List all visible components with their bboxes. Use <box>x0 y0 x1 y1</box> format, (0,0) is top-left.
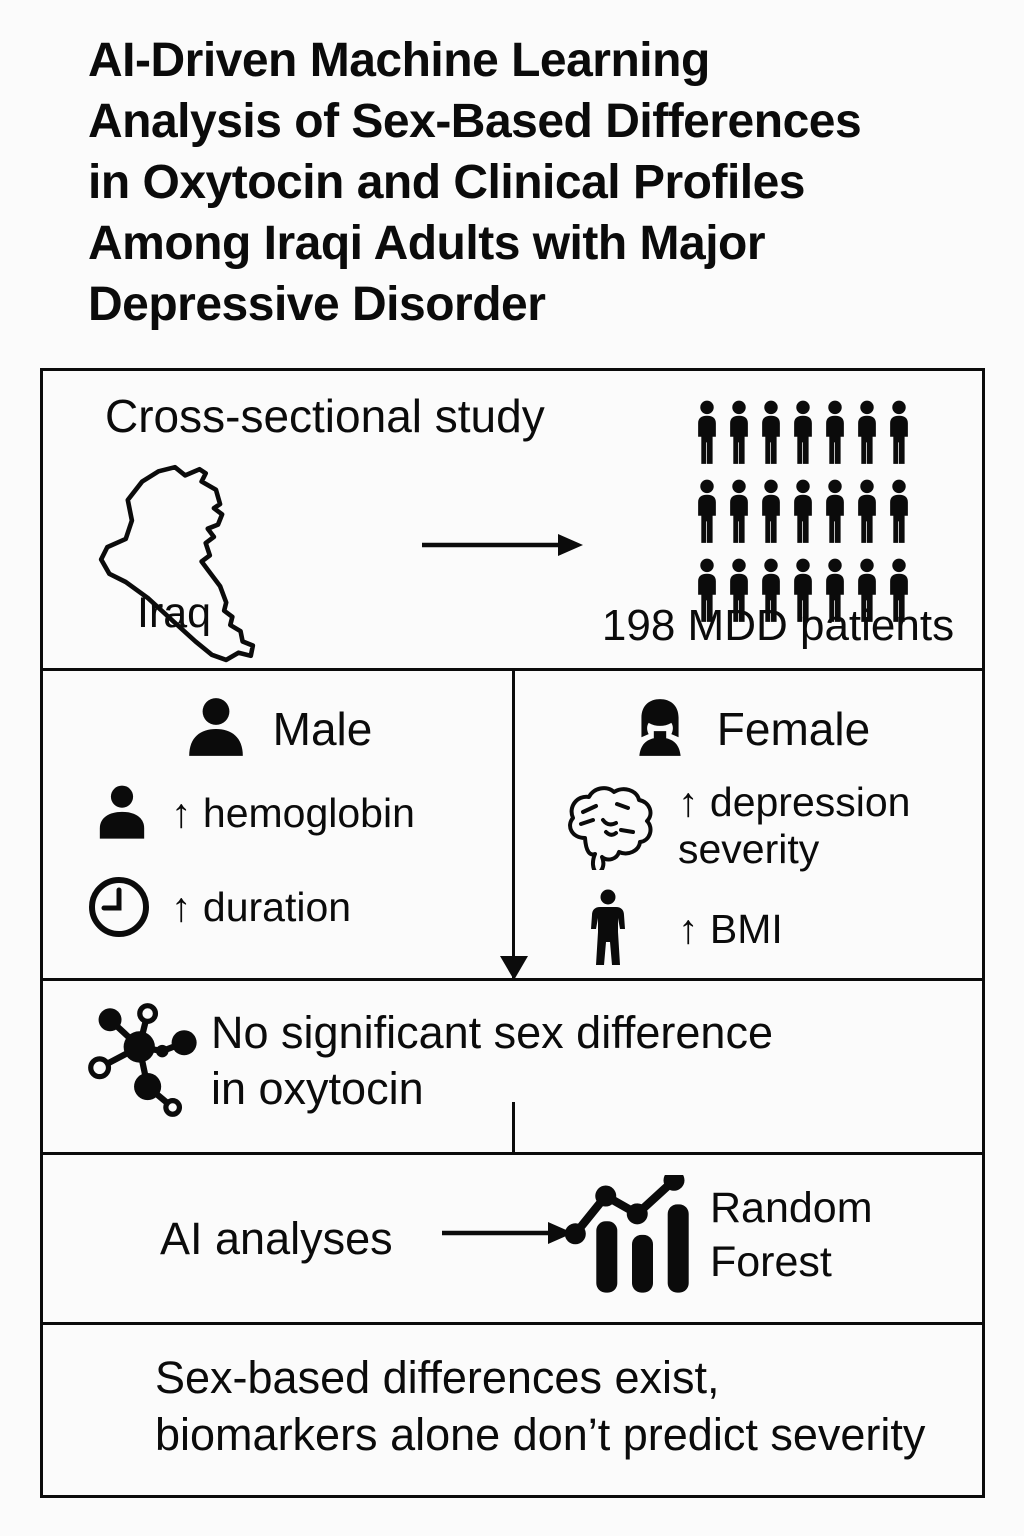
person-icon <box>730 400 748 464</box>
person-icon <box>858 400 876 464</box>
person-icon <box>730 558 748 622</box>
person-icon <box>762 400 780 464</box>
person-icon <box>730 479 748 543</box>
patient-grid <box>693 397 917 629</box>
brain-icon <box>567 786 652 870</box>
flow-connector <box>512 1102 515 1152</box>
female-column: Female ↑ depression severity <box>515 671 982 978</box>
person-icon <box>890 400 908 464</box>
female-heading: Female <box>716 703 871 755</box>
female-bust-icon <box>639 699 681 756</box>
person-icon <box>794 400 812 464</box>
page-title: AI-Driven Machine Learning Analysis of S… <box>88 34 862 331</box>
female-finding-bmi: ↑ BMI <box>555 889 783 969</box>
ai-analyses-label: AI analyses <box>160 1213 393 1264</box>
person-icon <box>794 558 812 622</box>
conclusion-text: Sex-based differences exist, biomarkers … <box>155 1352 926 1460</box>
person-icon <box>858 479 876 543</box>
male-finding-hemoglobin: ↑ hemoglobin <box>91 783 415 843</box>
section-study: Cross-sectional study Iraq <box>43 371 982 671</box>
male-heading: Male <box>272 703 373 755</box>
section-sex-differences: Male ↑ hemoglobin <box>43 671 982 981</box>
female-finding-depression-label: ↑ depression severity <box>678 779 911 872</box>
person-icon <box>826 400 844 464</box>
right-arrow-icon <box>422 534 583 556</box>
person-icon <box>858 558 876 622</box>
person-icon <box>794 479 812 543</box>
male-finding-hemoglobin-label: ↑ hemoglobin <box>171 789 415 836</box>
person-bust-icon <box>99 785 145 839</box>
standing-person-icon <box>590 889 625 965</box>
right-arrow-icon <box>442 1222 573 1244</box>
infographic-box: Cross-sectional study Iraq <box>40 368 985 1498</box>
male-column: Male ↑ hemoglobin <box>43 671 512 978</box>
female-finding-bmi-label: ↑ BMI <box>678 905 783 952</box>
section-conclusion: Sex-based differences exist, biomarkers … <box>43 1325 982 1495</box>
person-icon <box>698 558 716 622</box>
person-icon <box>826 479 844 543</box>
clock-icon <box>89 877 149 937</box>
male-finding-duration-label: ↑ duration <box>171 883 352 930</box>
female-finding-depression: ↑ depression severity <box>555 779 910 873</box>
column-divider <box>512 671 515 978</box>
study-type-label: Cross-sectional study <box>105 390 545 442</box>
random-forest-label: Random Forest <box>710 1184 873 1286</box>
person-icon <box>826 558 844 622</box>
iraq-label: Iraq <box>137 589 212 637</box>
oxytocin-result-text: No significant sex difference in oxytoci… <box>211 1007 773 1114</box>
patients-count-label: 198 MDD patients <box>601 601 955 650</box>
male-bust-icon <box>188 698 243 756</box>
section-ai: AI analyses Random Forest <box>43 1155 982 1325</box>
female-header: Female <box>515 693 982 765</box>
iraq-map-icon <box>98 464 256 663</box>
person-icon <box>762 479 780 543</box>
person-icon <box>698 479 716 543</box>
person-icon <box>698 400 716 464</box>
male-finding-duration: ↑ duration <box>85 875 351 939</box>
male-header: Male <box>43 693 512 765</box>
person-icon <box>890 558 908 622</box>
person-icon <box>762 558 780 622</box>
down-arrow-icon <box>500 956 528 980</box>
person-icon <box>890 479 908 543</box>
molecule-icon <box>88 1003 197 1117</box>
bar-chart-trend-icon <box>564 1175 689 1293</box>
section-oxytocin: No significant sex difference in oxytoci… <box>43 981 982 1155</box>
